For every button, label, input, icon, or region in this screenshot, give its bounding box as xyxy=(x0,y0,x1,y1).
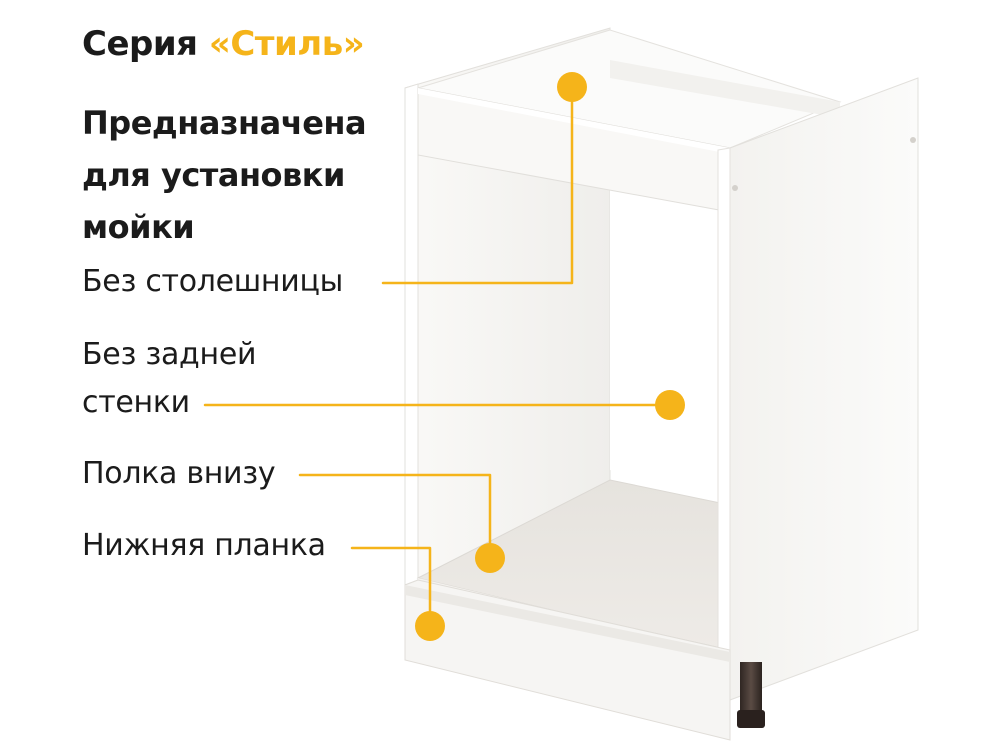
leader-line-shelf xyxy=(298,473,492,557)
callout-dot-back-wall xyxy=(655,390,685,420)
cabinet-bottom-plinth xyxy=(404,579,731,741)
feature-no-countertop: Без столешницы xyxy=(82,258,343,306)
feature-label: Без задней xyxy=(82,337,257,372)
callout-dot-shelf xyxy=(475,543,505,573)
leader-line-bottom-strip xyxy=(350,546,432,624)
series-prefix: Серия xyxy=(82,24,198,64)
cabinet-front-legs xyxy=(737,662,765,728)
series-title: Серия «Стиль» xyxy=(82,24,365,64)
feature-no-back-wall: Без задней стенки xyxy=(82,331,256,427)
purpose-line: Предназначена xyxy=(82,104,367,142)
cabinet-right-panel xyxy=(717,77,919,701)
leader-line-countertop xyxy=(381,90,574,285)
cabinet-top-rails xyxy=(417,29,842,213)
feature-bottom-shelf: Полка внизу xyxy=(82,450,276,498)
callout-dots xyxy=(415,72,685,641)
feature-label: Нижняя планка xyxy=(82,528,326,563)
purpose-line: для установки xyxy=(82,156,345,194)
purpose-heading: Предназначена для установки мойки xyxy=(82,97,367,253)
feature-bottom-strip: Нижняя планка xyxy=(82,522,326,570)
feature-label: стенки xyxy=(82,385,190,420)
purpose-line: мойки xyxy=(82,208,195,246)
cabinet-back-opening xyxy=(610,118,720,505)
callout-leaders xyxy=(203,90,667,624)
feature-label: Полка внизу xyxy=(82,456,276,491)
series-name: «Стиль» xyxy=(208,24,365,64)
callout-dot-countertop xyxy=(557,72,587,102)
feature-label: Без столешницы xyxy=(82,264,343,299)
callout-dot-bottom-strip xyxy=(415,611,445,641)
